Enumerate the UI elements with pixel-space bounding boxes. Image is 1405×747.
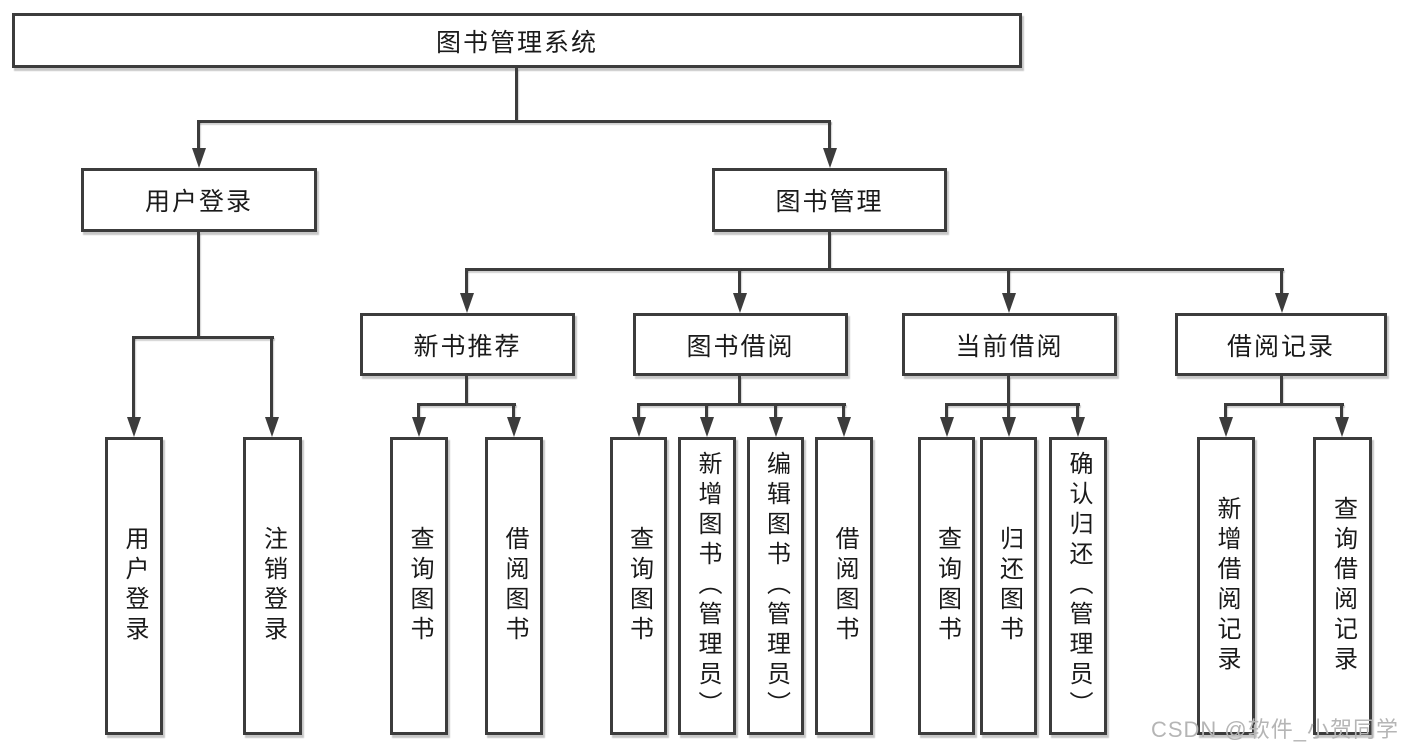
arrowhead-icon (1335, 417, 1349, 437)
arrowhead-icon (700, 417, 714, 437)
connector-line (828, 232, 831, 268)
connector-line (774, 403, 777, 417)
arrowhead-icon (1071, 417, 1085, 437)
arrowhead-icon (769, 417, 783, 437)
arrowhead-icon (1275, 293, 1289, 313)
connector-line (512, 403, 515, 417)
connector-line (1007, 403, 1010, 417)
connector-line (637, 403, 846, 406)
arrowhead-icon (507, 417, 521, 437)
connector-line (1224, 403, 1344, 406)
node-library-management-system: 图书管理系统 (12, 13, 1022, 68)
connector-line (1280, 268, 1283, 293)
connector-line (132, 336, 274, 339)
leaf-query-books-recommend: 查询图书 (390, 437, 448, 735)
connector-line (945, 403, 948, 417)
connector-line (1007, 376, 1010, 403)
arrowhead-icon (940, 417, 954, 437)
csdn-watermark: CSDN @软件_小贺同学 (1150, 717, 1399, 742)
leaf-add-books-admin: 新增图书（管理员） (678, 437, 736, 735)
leaf-query-books-borrow: 查询图书 (610, 437, 667, 735)
connector-line (515, 68, 518, 120)
arrowhead-icon (1219, 417, 1233, 437)
connector-line (637, 403, 640, 417)
node-new-book-recommendation: 新书推荐 (360, 313, 575, 376)
node-user-login: 用户登录 (81, 168, 317, 232)
leaf-borrow-books: 借阅图书 (815, 437, 873, 735)
arrowhead-icon (460, 293, 474, 313)
node-borrowing-records: 借阅记录 (1175, 313, 1387, 376)
leaf-user-login: 用户登录 (105, 437, 163, 735)
arrowhead-icon (412, 417, 426, 437)
node-book-borrowing: 图书借阅 (633, 313, 848, 376)
node-current-borrowing: 当前借阅 (902, 313, 1117, 376)
node-book-management: 图书管理 (712, 168, 947, 232)
connector-line (197, 120, 831, 123)
arrowhead-icon (265, 417, 279, 437)
connector-line (705, 403, 708, 417)
arrowhead-icon (837, 417, 851, 437)
connector-line (465, 268, 1284, 271)
leaf-confirm-return-admin: 确认归还（管理员） (1049, 437, 1107, 735)
connector-line (417, 403, 516, 406)
leaf-edit-books-admin: 编辑图书（管理员） (747, 437, 804, 735)
arrowhead-icon (127, 417, 141, 437)
leaf-add-borrow-record: 新增借阅记录 (1197, 437, 1255, 735)
leaf-query-books-current: 查询图书 (918, 437, 975, 735)
leaf-query-borrow-record: 查询借阅记录 (1313, 437, 1372, 735)
leaf-return-books: 归还图书 (980, 437, 1037, 735)
connector-line (738, 376, 741, 403)
connector-line (1280, 376, 1283, 403)
connector-line (828, 120, 831, 148)
arrowhead-icon (733, 293, 747, 313)
arrowhead-icon (1002, 293, 1016, 313)
leaf-logout: 注销登录 (243, 437, 302, 735)
connector-line (465, 268, 468, 293)
connector-line (1224, 403, 1227, 417)
connector-line (1007, 268, 1010, 293)
connector-line (738, 268, 741, 293)
connector-line (197, 232, 200, 336)
connector-line (197, 120, 200, 148)
arrowhead-icon (192, 148, 206, 168)
connector-line (945, 403, 1080, 406)
leaf-borrow-books-recommend: 借阅图书 (485, 437, 543, 735)
arrowhead-icon (1002, 417, 1016, 437)
arrowhead-icon (823, 148, 837, 168)
connector-line (465, 376, 468, 403)
connector-line (270, 336, 273, 417)
connector-line (1340, 403, 1343, 417)
connector-line (1076, 403, 1079, 417)
arrowhead-icon (632, 417, 646, 437)
connector-line (132, 336, 135, 417)
connector-line (417, 403, 420, 417)
connector-line (842, 403, 845, 417)
